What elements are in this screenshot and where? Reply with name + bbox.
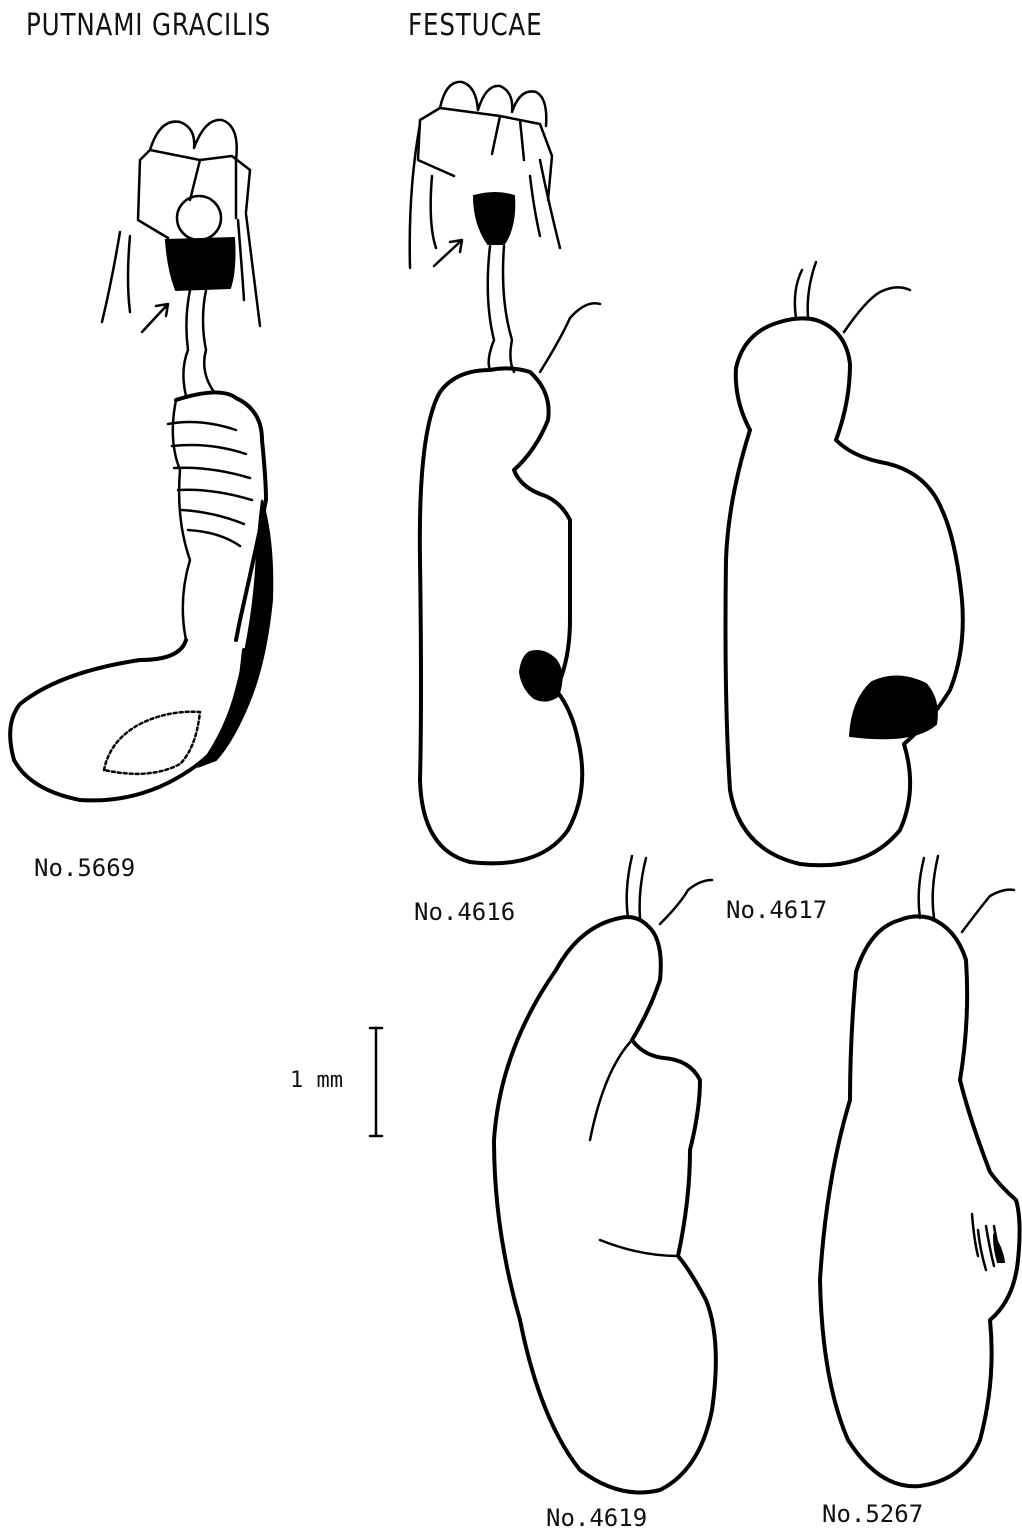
label-no-4617: No.4617 bbox=[726, 896, 827, 924]
specimen-4619-drawing bbox=[494, 856, 716, 1493]
label-no-4616: No.4616 bbox=[414, 898, 515, 926]
specimen-4616-drawing bbox=[410, 82, 600, 863]
specimen-4617-drawing bbox=[726, 262, 963, 865]
scale-bar bbox=[370, 1028, 382, 1136]
specimen-5267-drawing bbox=[820, 856, 1020, 1486]
specimen-5669-drawing bbox=[10, 120, 272, 801]
label-no-5267: No.5267 bbox=[822, 1500, 923, 1528]
scale-bar-label: 1 mm bbox=[290, 1068, 343, 1093]
label-no-5669: No.5669 bbox=[34, 854, 135, 882]
label-no-4619: No.4619 bbox=[546, 1504, 647, 1532]
